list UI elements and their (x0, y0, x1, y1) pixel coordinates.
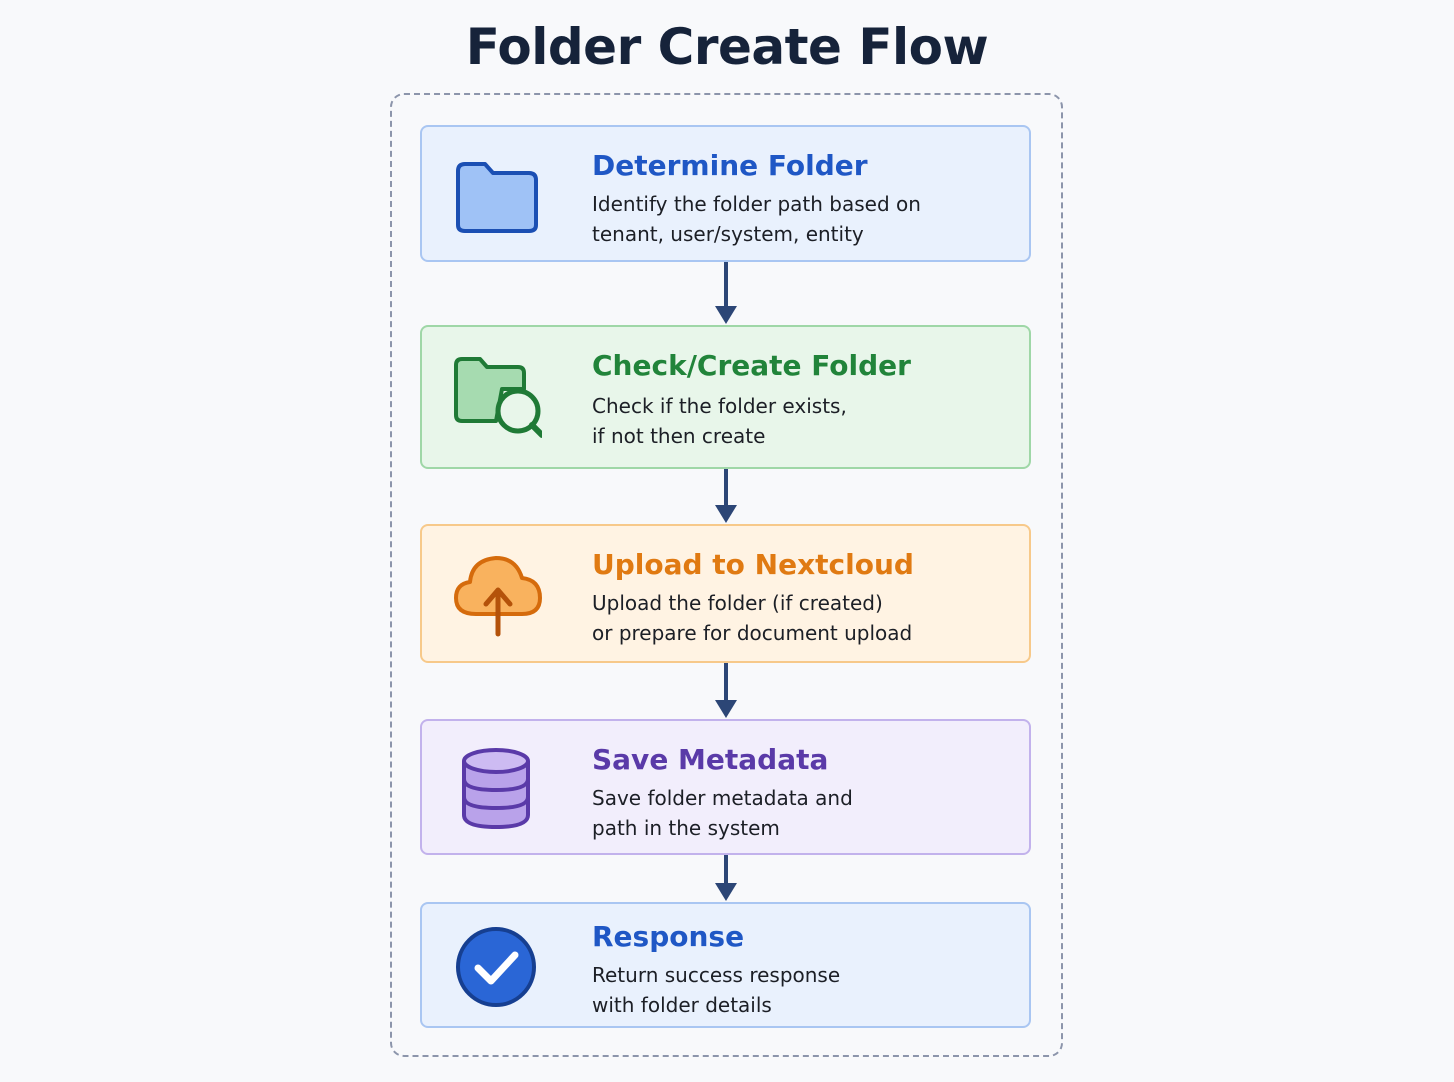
step-description: Save folder metadata and path in the sys… (592, 783, 853, 843)
folder-icon (452, 149, 542, 239)
flow-arrow (711, 855, 741, 902)
database-icon (452, 743, 542, 833)
step-description: Identify the folder path based on tenant… (592, 189, 921, 249)
cloud-upload-icon (452, 548, 542, 638)
step-description-line: Return success response (592, 963, 841, 987)
step-upload-to-nextcloud: Upload to Nextcloud Upload the folder (i… (420, 524, 1031, 663)
step-description-line: Save folder metadata and (592, 786, 853, 810)
step-description-line: with folder details (592, 993, 772, 1017)
step-response: Response Return success response with fo… (420, 902, 1031, 1028)
flow-arrow (711, 469, 741, 524)
step-description-line: if not then create (592, 424, 766, 448)
flow-arrow (711, 262, 741, 325)
step-description-line: or prepare for document upload (592, 621, 913, 645)
step-save-metadata: Save Metadata Save folder metadata and p… (420, 719, 1031, 855)
step-description-line: Identify the folder path based on (592, 192, 921, 216)
step-heading: Check/Create Folder (592, 349, 911, 382)
step-heading: Determine Folder (592, 149, 868, 182)
step-description-line: Upload the folder (if created) (592, 591, 883, 615)
step-description-line: Check if the folder exists, (592, 394, 847, 418)
flow-arrow (711, 663, 741, 719)
page-title: Folder Create Flow (465, 18, 989, 76)
step-heading: Response (592, 920, 745, 953)
step-determine-folder: Determine Folder Identify the folder pat… (420, 125, 1031, 262)
folder-search-icon (452, 351, 542, 441)
step-check-create-folder: Check/Create Folder Check if the folder … (420, 325, 1031, 469)
step-description-line: tenant, user/system, entity (592, 222, 864, 246)
step-description: Return success response with folder deta… (592, 960, 840, 1020)
flow-container (390, 93, 1063, 1057)
step-heading: Save Metadata (592, 743, 829, 776)
step-description-line: path in the system (592, 816, 780, 840)
step-description: Check if the folder exists, if not then … (592, 391, 847, 451)
step-description: Upload the folder (if created) or prepar… (592, 588, 912, 648)
step-heading: Upload to Nextcloud (592, 548, 914, 581)
check-circle-icon (452, 922, 542, 1012)
